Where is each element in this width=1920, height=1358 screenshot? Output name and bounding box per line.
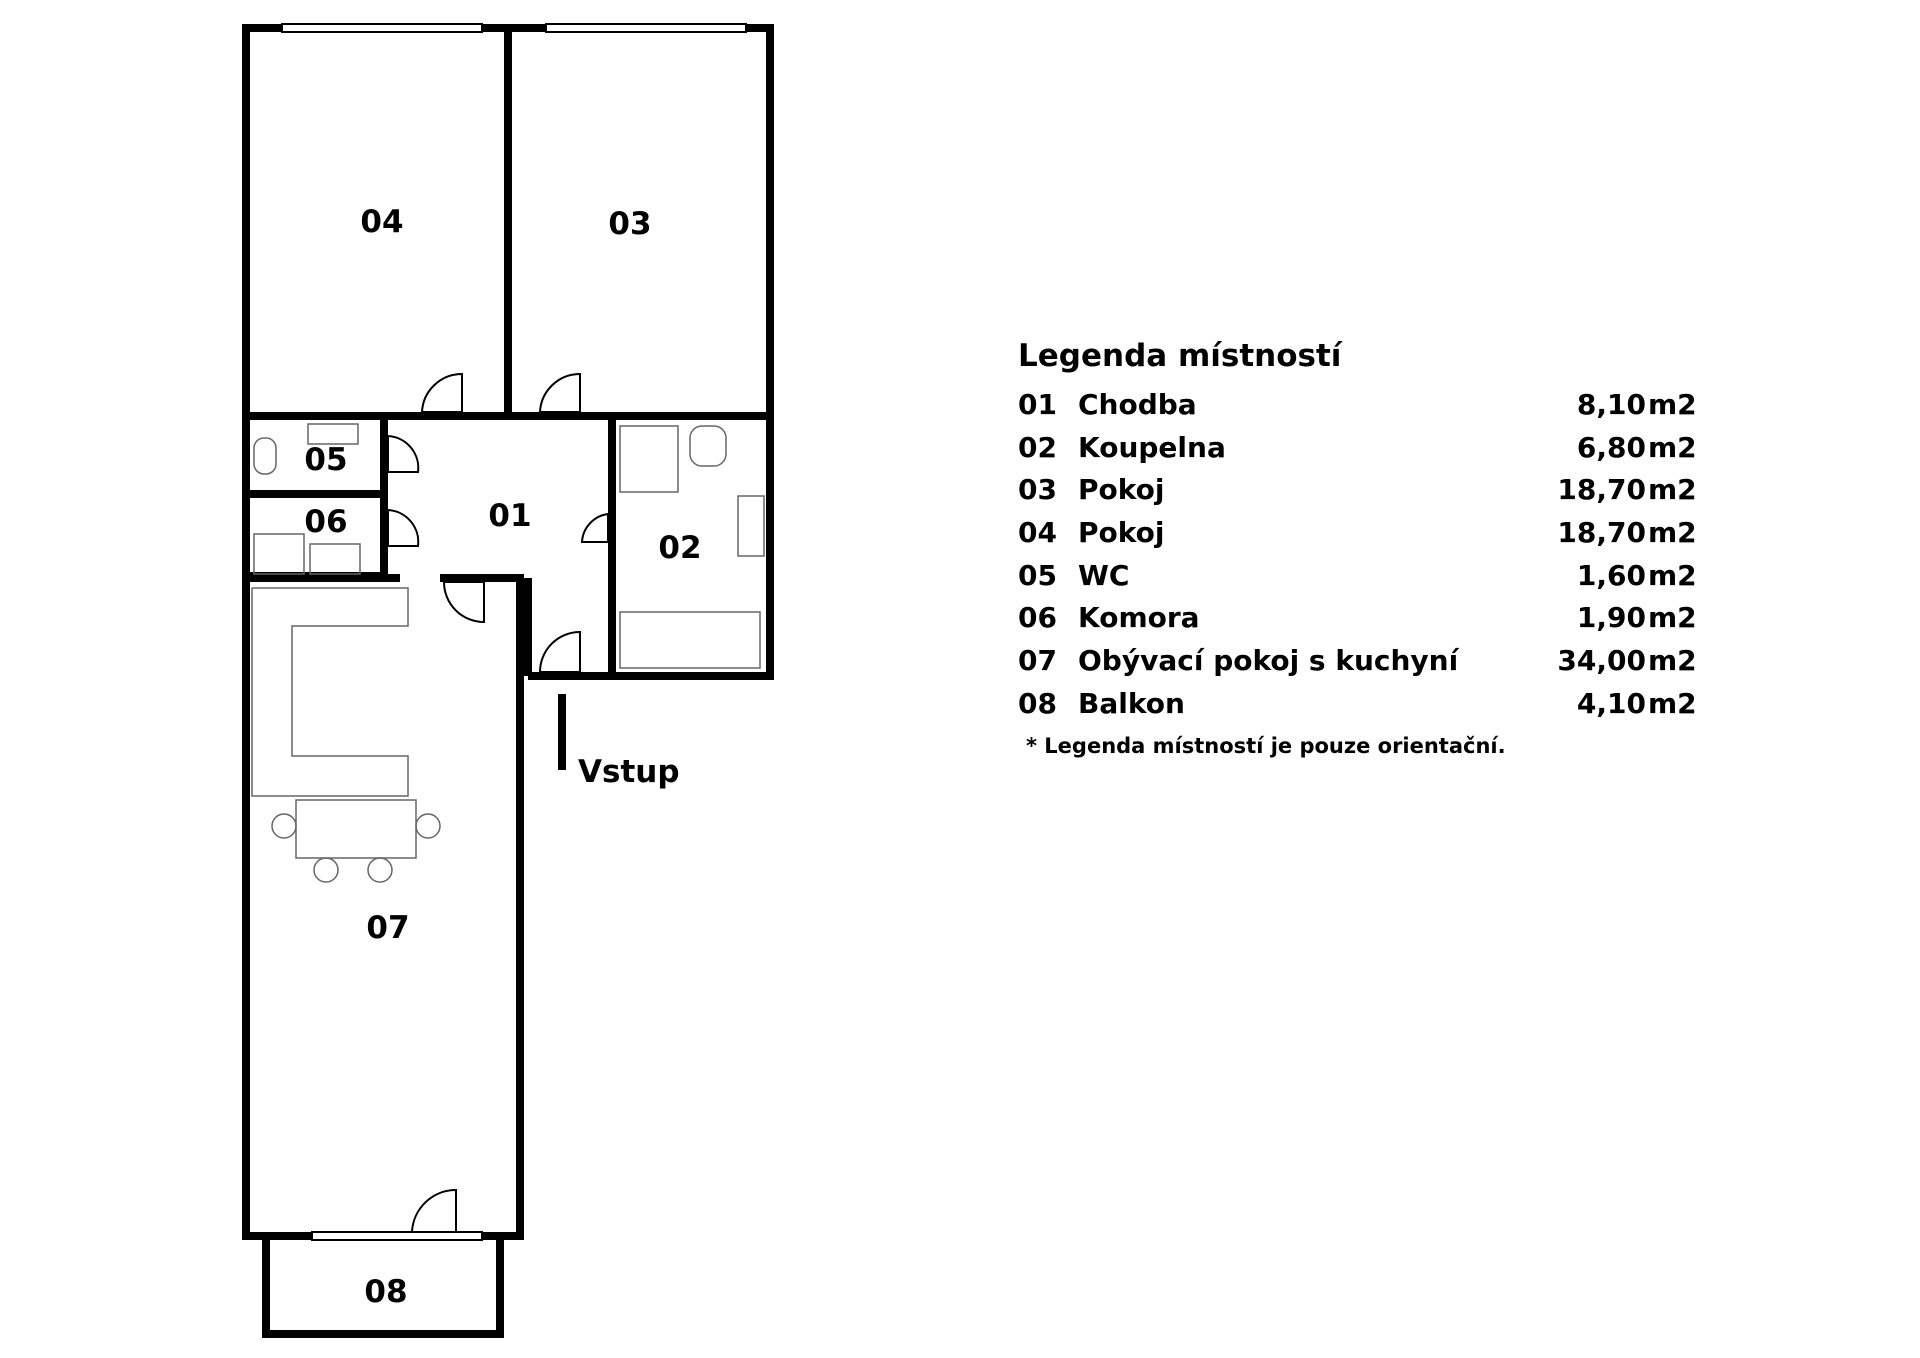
legend-area: 8,10 bbox=[1576, 388, 1646, 421]
legend-name: Koupelna bbox=[1078, 430, 1226, 464]
toilet-fixture bbox=[253, 437, 277, 475]
legend-area: 1,90 bbox=[1576, 601, 1646, 635]
legend-num: 03 bbox=[1018, 473, 1057, 507]
bathtub-fixture bbox=[619, 611, 761, 669]
chair-4 bbox=[367, 857, 393, 883]
room-08-walls bbox=[262, 1236, 504, 1338]
door-bathroom bbox=[580, 513, 609, 543]
window-room-03 bbox=[545, 23, 747, 33]
dining-table bbox=[295, 799, 417, 859]
legend-unit: m2 bbox=[1648, 388, 1697, 421]
legend-area: 34,00 bbox=[1557, 644, 1646, 678]
bath-sink-fixture bbox=[689, 425, 727, 467]
legend-unit: m2 bbox=[1648, 558, 1697, 592]
entry-label: Vstup bbox=[578, 754, 680, 790]
room-07-walls bbox=[242, 574, 524, 1240]
room-label-06: 06 bbox=[304, 504, 347, 540]
walls bbox=[242, 24, 774, 1338]
chair-1 bbox=[271, 813, 297, 839]
legend-area: 18,70 bbox=[1557, 516, 1646, 550]
chair-2 bbox=[415, 813, 441, 839]
legend-unit: m2 bbox=[1648, 516, 1697, 550]
legend-unit: m2 bbox=[1648, 430, 1697, 464]
window-room-07 bbox=[311, 1231, 483, 1241]
legend-area: 1,60 bbox=[1576, 558, 1646, 592]
legend-note: * Legenda místností je pouze orientační. bbox=[1026, 733, 1506, 758]
room-label-08: 08 bbox=[364, 1274, 407, 1310]
legend-num: 05 bbox=[1018, 558, 1057, 592]
door-entry bbox=[539, 630, 581, 673]
legend-name: Chodba bbox=[1078, 388, 1197, 421]
room-label-07: 07 bbox=[366, 910, 409, 946]
legend-name: Komora bbox=[1078, 601, 1200, 635]
legend-area: 6,80 bbox=[1576, 430, 1646, 464]
legend-num: 01 bbox=[1018, 388, 1057, 421]
legend-unit: m2 bbox=[1648, 686, 1697, 720]
legend-name: WC bbox=[1078, 558, 1130, 592]
doors bbox=[387, 372, 609, 1233]
wc-sink-fixture bbox=[307, 423, 359, 445]
room-label-05: 05 bbox=[304, 442, 347, 478]
legend-name: Pokoj bbox=[1078, 473, 1165, 507]
legend-unit: m2 bbox=[1648, 473, 1697, 507]
legend-num: 08 bbox=[1018, 686, 1057, 720]
door-room-05 bbox=[387, 435, 420, 473]
storage-unit-right bbox=[309, 543, 361, 575]
legend-area: 4,10 bbox=[1576, 686, 1646, 720]
room-label-02: 02 bbox=[658, 530, 701, 566]
legend-name: Balkon bbox=[1078, 686, 1185, 720]
door-room-06 bbox=[387, 509, 420, 547]
legend-name: Obývací pokoj s kuchyní bbox=[1078, 644, 1459, 678]
chair-3 bbox=[313, 857, 339, 883]
legend-title: Legenda místností bbox=[1018, 338, 1342, 374]
room-label-01: 01 bbox=[488, 498, 531, 534]
legend-num: 02 bbox=[1018, 430, 1057, 464]
legend-num: 04 bbox=[1018, 516, 1057, 550]
storage-unit-left bbox=[253, 533, 305, 575]
room-label-04: 04 bbox=[360, 204, 403, 240]
door-room-03 bbox=[539, 372, 581, 413]
legend-num: 06 bbox=[1018, 601, 1057, 635]
door-balcony bbox=[411, 1188, 457, 1233]
windows bbox=[281, 23, 747, 1241]
legend-name: Pokoj bbox=[1078, 516, 1165, 550]
shower-fixture bbox=[619, 425, 679, 493]
legend-unit: m2 bbox=[1648, 601, 1697, 635]
door-room-07 bbox=[443, 581, 485, 624]
room-label-03: 03 bbox=[608, 206, 651, 242]
hallway-outer-wall bbox=[528, 416, 774, 680]
fixtures bbox=[251, 423, 765, 883]
legend-num: 07 bbox=[1018, 644, 1057, 678]
kitchen-counter bbox=[251, 587, 409, 797]
legend-area: 18,70 bbox=[1557, 473, 1646, 507]
window-room-04 bbox=[281, 23, 483, 33]
washing-machine-fixture bbox=[737, 495, 765, 557]
legend-unit: m2 bbox=[1648, 644, 1697, 678]
door-room-04 bbox=[421, 372, 463, 413]
